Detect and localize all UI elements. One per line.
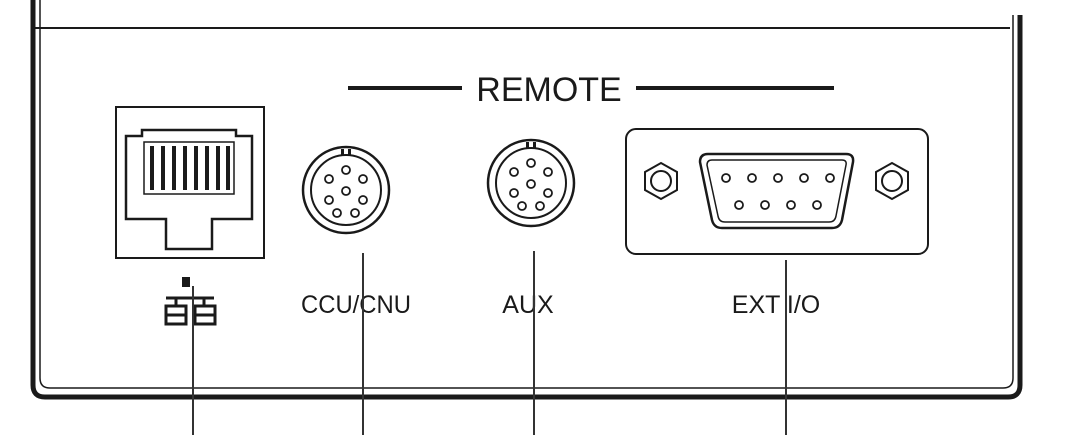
aux-port: AUX (486, 138, 576, 319)
ccu-port-label: CCU/CNU (301, 291, 411, 319)
d-sub-connector-icon (644, 152, 909, 230)
rj45-contacts (150, 146, 230, 190)
ext-port-label: EXT I/O (732, 291, 820, 319)
remote-group-header: REMOTE (348, 71, 834, 109)
rj45-jack (124, 128, 254, 251)
d-sub-inner (706, 159, 847, 223)
ext-port: EXT I/O (625, 128, 929, 319)
d-sub-shell (698, 152, 855, 230)
ext-port-frame (625, 128, 929, 255)
ccu-port: CCU/CNU (301, 145, 411, 319)
remote-label: REMOTE (476, 71, 621, 109)
panel-inner-outline (39, 0, 1014, 389)
network-icon (164, 277, 217, 326)
left-hex-nut (644, 161, 678, 201)
leader-lines (192, 251, 787, 435)
aux-port-label: AUX (502, 291, 554, 319)
right-hex-nut (875, 161, 909, 201)
lan-port (115, 106, 265, 326)
circular-connector-icon (486, 138, 576, 228)
panel-housing (30, 0, 1023, 400)
rj45-contact-block (143, 141, 235, 195)
panel-outline (30, 0, 1023, 400)
circular-connector-icon (301, 145, 391, 235)
lan-port-frame (115, 106, 265, 259)
